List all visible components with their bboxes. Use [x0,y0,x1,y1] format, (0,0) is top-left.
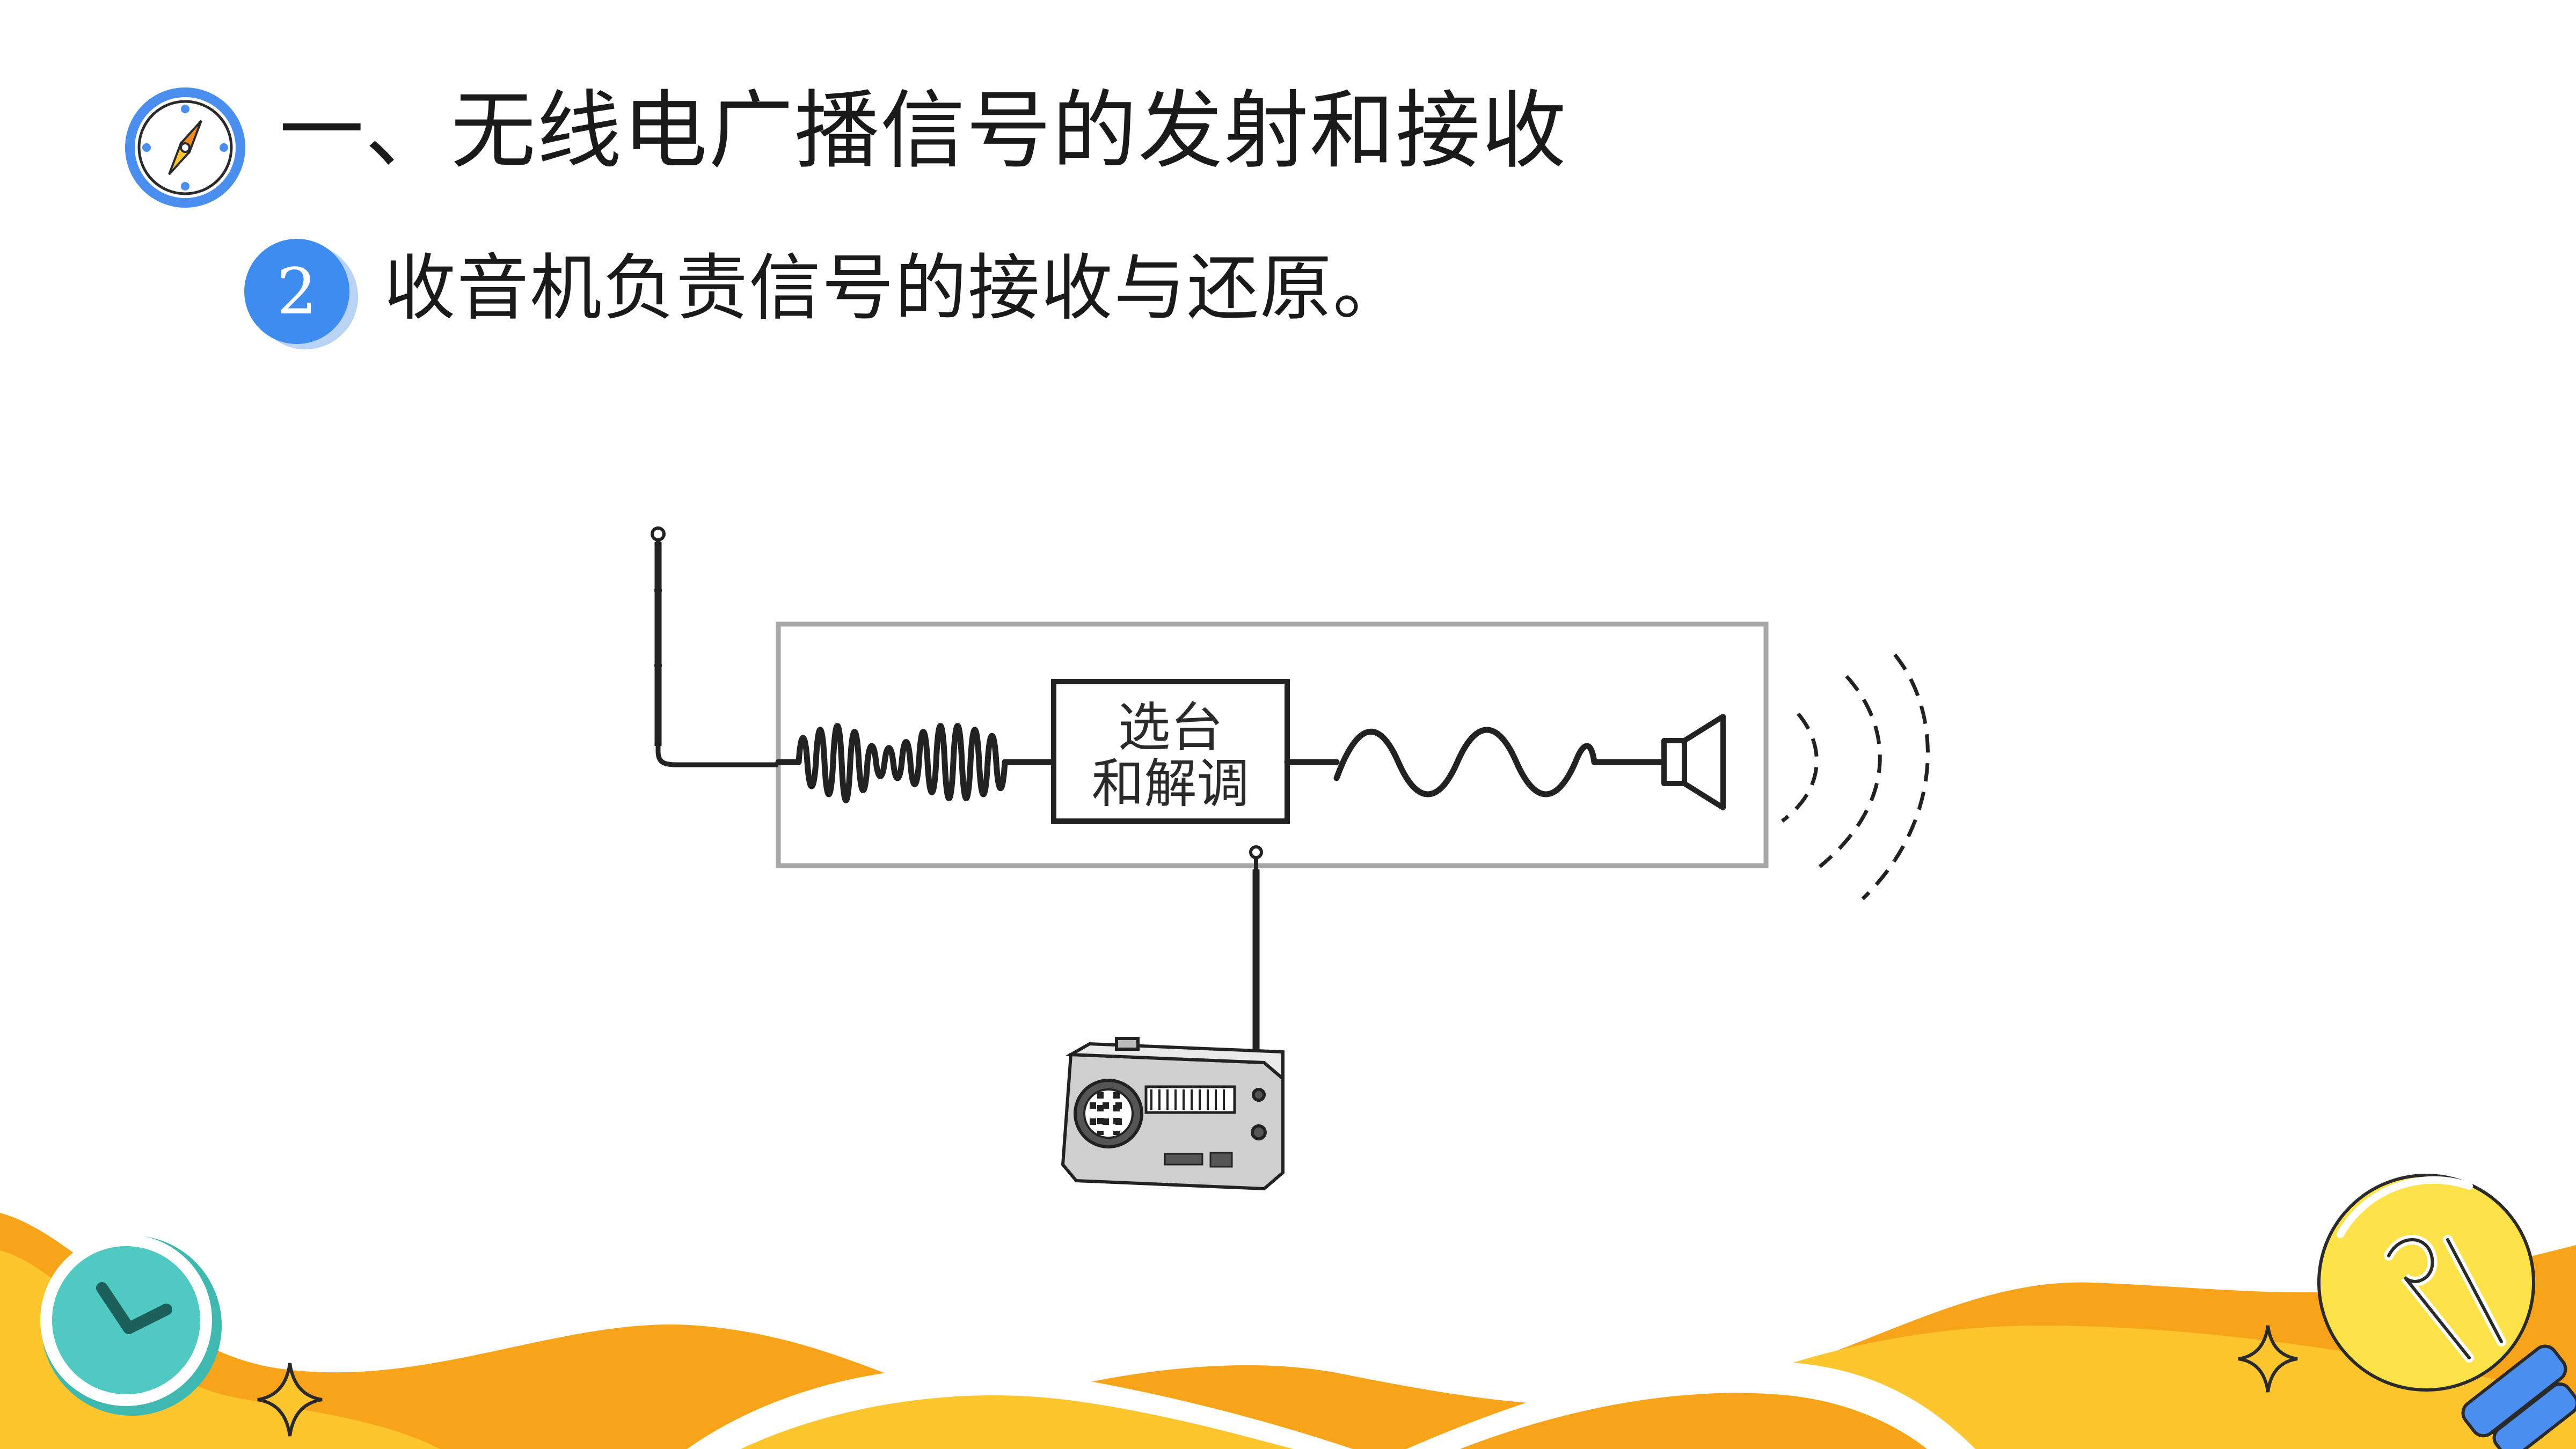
point-number-badge: 2 [244,239,349,344]
radio-antenna [1249,845,1263,1068]
sparkle-icon [257,1363,323,1437]
point-text: 收音机负责信号的接收与还原。 [384,246,1406,330]
radio-icon [1061,1037,1285,1191]
receiver-frame [776,621,1769,868]
clock-icon [40,1234,222,1416]
compass-icon [125,87,245,208]
tuning-demod-box [1051,679,1290,824]
sound-waves [1780,653,1930,901]
tuning-demod-label-line2: 和解调 [1091,753,1250,815]
lightbulb-icon [2317,1174,2576,1449]
page-title: 一、无线电广播信号的发射和接收 [279,82,1567,180]
speaker-icon [1661,714,1726,810]
audio-signal [1284,727,1667,797]
antenna-icon [651,526,778,767]
modulated-signal [775,723,1057,803]
sparkle-icon [2238,1325,2298,1393]
tuning-demod-label-line1: 选台 [1118,697,1223,758]
